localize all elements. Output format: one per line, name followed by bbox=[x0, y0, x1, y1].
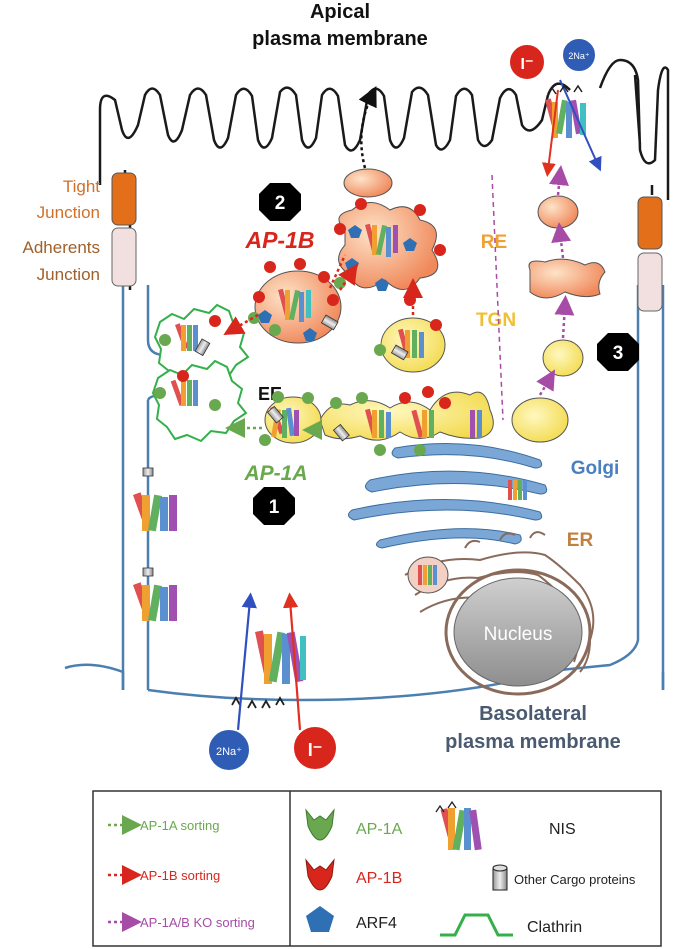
apical-nis-protein bbox=[545, 98, 586, 138]
apical-label-2: plasma membrane bbox=[252, 28, 428, 50]
adherents-junction-label-2: Junction bbox=[37, 265, 100, 284]
basolateral-label-2: plasma membrane bbox=[445, 731, 621, 753]
basolateral-iodide-text: I⁻ bbox=[308, 740, 323, 760]
svg-text:2: 2 bbox=[275, 193, 286, 214]
re-compartment-right bbox=[528, 258, 606, 299]
apical-nis: I⁻ 2Na⁺ bbox=[508, 37, 602, 177]
legend-ap1b-icon bbox=[305, 858, 335, 891]
nucleus-envelope bbox=[444, 568, 592, 696]
cargo-cylinder-6 bbox=[332, 423, 350, 442]
legend: AP-1A sorting AP-1B sorting AP-1A/B KO s… bbox=[92, 790, 662, 947]
re-vesicle-top bbox=[343, 168, 393, 198]
cargo-cylinder-2 bbox=[320, 314, 339, 331]
legend-box bbox=[92, 790, 662, 947]
arrow-ap1b-from-tgn bbox=[328, 254, 347, 289]
arf4-markers bbox=[258, 225, 417, 341]
legend-arf4: ARF4 bbox=[356, 915, 397, 932]
svg-text:3: 3 bbox=[613, 343, 624, 364]
cargo-cylinder-5 bbox=[142, 567, 154, 577]
golgi-label: Golgi bbox=[571, 458, 620, 479]
legend-ap1a-icon bbox=[305, 808, 335, 841]
basolateral-membrane bbox=[64, 663, 665, 702]
apical-membrane-right bbox=[546, 58, 670, 200]
basolateral-sodium-text: 2Na⁺ bbox=[216, 746, 242, 758]
nis-cluster-tgn-network bbox=[365, 408, 482, 439]
basolateral-label-1: Basolateral bbox=[479, 703, 587, 725]
cargo-cylinder-3 bbox=[390, 344, 409, 361]
cargo-cylinder-1 bbox=[194, 338, 211, 357]
nis-golgi bbox=[508, 480, 527, 500]
nis-basolateral-left-upper bbox=[133, 492, 177, 532]
nis-cluster-clathrin bbox=[170, 323, 198, 406]
basolateral-iodide-ion bbox=[292, 725, 338, 771]
step-badge-3: 3 bbox=[597, 333, 639, 371]
tgn-vesicle-right bbox=[542, 339, 584, 377]
cargo-cylinder-7 bbox=[266, 405, 284, 424]
tight-junction-left bbox=[111, 172, 137, 226]
arrow-re-to-apical bbox=[358, 86, 377, 169]
legend-ap1a: AP-1A bbox=[356, 821, 403, 838]
adherents-junction-right bbox=[637, 252, 663, 312]
nis-cluster-ap1b bbox=[278, 288, 311, 322]
ap1b-adaptors bbox=[177, 198, 451, 409]
tight-junction-label-1: Tight bbox=[63, 177, 100, 196]
legend-nis: NIS bbox=[549, 821, 576, 838]
apical-sodium-ion bbox=[561, 37, 597, 73]
nucleus bbox=[453, 577, 583, 687]
arrow-ko-2 bbox=[554, 295, 575, 339]
ap1b-label: AP-1B bbox=[244, 227, 314, 253]
legend-other-cargo: Other Cargo proteins bbox=[514, 872, 636, 887]
apical-membrane bbox=[98, 86, 550, 290]
nucleus-label: Nucleus bbox=[484, 624, 553, 645]
legend-ap1b-sorting: AP-1B sorting bbox=[140, 868, 220, 883]
apical-iodide-ion bbox=[508, 43, 546, 81]
tight-junction-label-2: Junction bbox=[37, 203, 100, 222]
apical-label-1: Apical bbox=[310, 1, 370, 23]
tgn-label: TGN bbox=[476, 310, 516, 331]
legend-cargo-icon bbox=[492, 864, 508, 891]
tgn-vesicle-far-right bbox=[511, 397, 569, 443]
legend-ko-sorting: AP-1A/B KO sorting bbox=[140, 915, 255, 930]
ap1a-label: AP-1A bbox=[243, 462, 307, 485]
basolateral-sodium-ion bbox=[207, 728, 251, 772]
legend-clathrin-icon bbox=[440, 913, 513, 937]
nis-er bbox=[418, 565, 437, 585]
re-vesicle-right-top bbox=[537, 195, 579, 229]
nis-cluster-re bbox=[365, 223, 398, 257]
adherents-junction-left bbox=[111, 227, 137, 287]
legend-arf4-icon bbox=[306, 906, 334, 932]
ap1b-endosome bbox=[254, 270, 342, 344]
cell-membrane bbox=[121, 285, 665, 690]
arrow-ko-1 bbox=[536, 369, 556, 396]
clathrin-vesicle-lower bbox=[151, 359, 248, 443]
er-label: ER bbox=[567, 530, 594, 551]
dashed-divider bbox=[491, 174, 504, 421]
arrow-ko-4 bbox=[549, 165, 569, 196]
legend-ap1b: AP-1B bbox=[356, 870, 402, 887]
golgi-stack bbox=[348, 443, 548, 549]
legend-clathrin: Clathrin bbox=[527, 919, 582, 936]
adherents-junction-label-1: Adherents bbox=[23, 238, 101, 257]
apical-iodide-text: I⁻ bbox=[521, 56, 534, 73]
nis-cluster-tgn bbox=[398, 328, 424, 358]
apical-sodium-text: 2Na⁺ bbox=[568, 51, 590, 61]
step-badge-2: 2 bbox=[259, 183, 301, 221]
ap1a-adaptors bbox=[154, 277, 426, 456]
arrow-ko-3 bbox=[551, 222, 572, 259]
step-badge-1: 1 bbox=[253, 487, 295, 525]
svg-text:1: 1 bbox=[269, 497, 280, 518]
legend-ap1a-sorting: AP-1A sorting bbox=[140, 818, 220, 833]
basolateral-nis: 2Na⁺ I⁻ bbox=[207, 592, 338, 772]
cargo-cylinder-4 bbox=[142, 467, 154, 477]
re-label: RE bbox=[481, 232, 507, 253]
legend-nis-icon bbox=[435, 800, 482, 851]
nis-basolateral-left-lower bbox=[133, 582, 177, 622]
tight-junction-right bbox=[637, 196, 663, 250]
arrow-ap1b-to-re bbox=[338, 263, 358, 291]
arrow-ap1b-to-clathrin bbox=[223, 313, 259, 335]
